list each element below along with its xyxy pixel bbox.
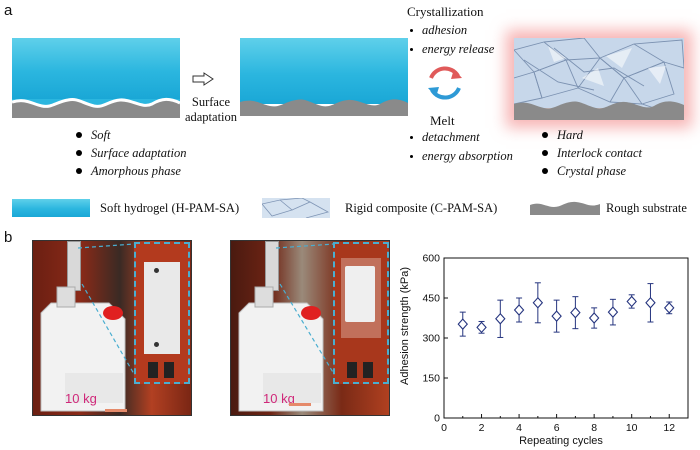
hydrogel-sample bbox=[345, 266, 375, 322]
panel-a-letter: a bbox=[4, 2, 13, 19]
x-tick-label: 10 bbox=[626, 422, 638, 434]
data-point bbox=[532, 296, 544, 309]
soft-properties-list: Soft Surface adaptation Amorphous phase bbox=[76, 127, 186, 179]
legend-swatch-hydrogel bbox=[12, 199, 90, 217]
data-point bbox=[551, 310, 562, 322]
weight-label: 10 kg bbox=[263, 391, 295, 406]
property-item: Soft bbox=[91, 128, 111, 142]
legend-label: Rough substrate bbox=[606, 201, 687, 215]
x-tick-label: 0 bbox=[441, 422, 447, 434]
y-tick-label: 450 bbox=[422, 293, 440, 305]
x-tick-label: 2 bbox=[479, 422, 485, 434]
melt-item: energy absorption bbox=[422, 149, 513, 163]
crystallization-item: energy release bbox=[422, 42, 495, 56]
crystal-composite-icon bbox=[514, 38, 684, 120]
weight-label: 10 kg bbox=[65, 391, 97, 406]
legend-label: Rigid composite (C-PAM-SA) bbox=[345, 201, 498, 215]
data-point bbox=[457, 318, 469, 330]
chart-xlabel: Repeating cycles bbox=[519, 435, 603, 447]
y-tick-label: 600 bbox=[422, 253, 440, 265]
jerrycan-icon bbox=[40, 286, 126, 412]
data-point bbox=[607, 306, 619, 318]
data-point bbox=[476, 321, 487, 334]
crystallization-title: Crystallization bbox=[407, 4, 484, 19]
data-point bbox=[588, 312, 600, 324]
scale-bar bbox=[289, 403, 311, 406]
zoom-inset-1 bbox=[134, 242, 190, 384]
zoom-callout-lines bbox=[77, 243, 135, 375]
property-item: Interlock contact bbox=[557, 146, 643, 160]
substrate-plate bbox=[144, 262, 180, 354]
property-item: Hard bbox=[557, 128, 583, 142]
data-point bbox=[645, 296, 656, 309]
surface-adaptation-label: Surface adaptation bbox=[184, 95, 238, 124]
legend-swatch-composite bbox=[262, 198, 330, 218]
adhesion-strength-chart: 0 2 4 6 8 10 12 0 150 300 450 600 Adhesion strength… bbox=[399, 253, 689, 447]
melt-title: Melt bbox=[430, 113, 455, 128]
melt-item: detachment bbox=[422, 130, 480, 144]
chart-ylabel: Adhesion strength (kPa) bbox=[399, 267, 411, 385]
photo-hanging-test-1: 10 kg bbox=[32, 240, 192, 416]
rough-substrate-icon bbox=[12, 97, 180, 118]
data-point bbox=[513, 304, 525, 316]
melt-list: detachment energy absorption bbox=[410, 129, 513, 164]
x-tick-label: 8 bbox=[591, 422, 597, 434]
legend-swatch-substrate bbox=[530, 201, 600, 215]
jerrycan-icon bbox=[238, 286, 324, 412]
cycle-arrows-icon bbox=[428, 66, 462, 100]
y-tick-label: 0 bbox=[434, 413, 440, 425]
rough-substrate-icon bbox=[240, 99, 408, 116]
y-tick-label: 150 bbox=[422, 373, 440, 385]
panel-b-letter: b bbox=[4, 229, 13, 246]
x-tick-label: 4 bbox=[516, 422, 522, 434]
data-point bbox=[570, 306, 581, 319]
data-point bbox=[663, 302, 675, 314]
chart-frame bbox=[443, 257, 689, 419]
data-point bbox=[495, 312, 506, 325]
hard-properties-list: Hard Interlock contact Crystal phase bbox=[542, 127, 642, 179]
data-point bbox=[626, 295, 637, 308]
scale-bar bbox=[105, 409, 127, 412]
crystallization-item: adhesion bbox=[422, 23, 468, 37]
adapted-hydrogel-illustration bbox=[240, 38, 408, 116]
property-item: Surface adaptation bbox=[91, 146, 187, 160]
y-tick-label: 300 bbox=[422, 333, 440, 345]
rigid-composite-illustration bbox=[514, 38, 684, 120]
soft-hydrogel-illustration bbox=[12, 38, 180, 118]
x-tick-label: 6 bbox=[554, 422, 560, 434]
x-tick-label: 12 bbox=[663, 422, 675, 434]
property-item: Amorphous phase bbox=[91, 164, 181, 178]
legend-label: Soft hydrogel (H-PAM-SA) bbox=[100, 201, 240, 215]
crystallization-list: adhesion energy release bbox=[410, 22, 494, 57]
zoom-callout-lines bbox=[275, 243, 335, 375]
property-item: Crystal phase bbox=[557, 164, 627, 178]
zoom-inset-2 bbox=[333, 242, 389, 384]
process-arrow-icon bbox=[192, 72, 214, 86]
